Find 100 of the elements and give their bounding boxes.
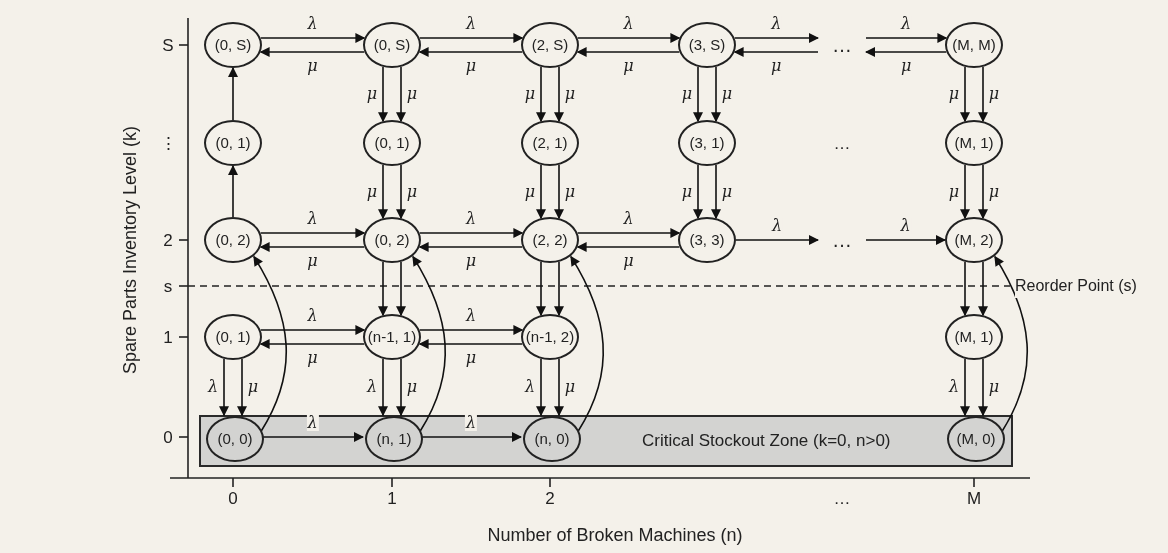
arrow	[228, 67, 238, 121]
axis-title: Spare Parts Inventory Level (k)	[118, 125, 141, 375]
arrow	[536, 66, 546, 123]
arrow	[378, 261, 388, 317]
state-circle: (M, 1)	[945, 314, 1003, 360]
ellipsis-text: …	[833, 134, 851, 152]
state-circle: (0, 1)	[204, 314, 262, 360]
arrow	[960, 66, 970, 123]
edge-label: λ	[464, 211, 478, 227]
state-circle: (M, 1)	[945, 120, 1003, 166]
arrow	[396, 358, 406, 417]
tick-label: ⋮	[159, 134, 177, 152]
tick-label: 2	[163, 231, 173, 249]
edge-label: λ	[900, 16, 913, 32]
arrow	[978, 261, 988, 317]
tick-label: 0	[163, 428, 173, 446]
edge-label: λ	[464, 308, 478, 324]
edge-label: λ	[947, 379, 961, 395]
arrow	[960, 164, 970, 220]
arrow	[733, 47, 819, 57]
state-circle: (0, S)	[363, 22, 421, 68]
ellipsis-text: …	[822, 35, 862, 55]
tick-label: 2	[545, 489, 555, 507]
arrow	[259, 47, 366, 57]
arrow	[576, 47, 681, 57]
tick-label: M	[966, 489, 982, 507]
arrow	[536, 261, 546, 317]
ellipsis-text: …	[833, 489, 851, 507]
tick-label: 1	[387, 489, 397, 507]
arrow	[418, 242, 524, 252]
arrow	[693, 164, 703, 220]
arrow	[378, 164, 388, 220]
state-circle: (n-1, 2)	[521, 314, 579, 360]
stockout-zone	[199, 415, 1013, 467]
arrow	[259, 325, 366, 335]
edge-label: λ	[306, 308, 319, 324]
arrow	[396, 66, 406, 123]
arrow	[960, 261, 970, 317]
state-circle: (3, 1)	[678, 120, 736, 166]
arrow	[711, 66, 721, 123]
arrow	[418, 339, 524, 349]
edge-label: λ	[770, 218, 784, 234]
arrow	[960, 358, 970, 417]
state-circle: (n, 0)	[523, 416, 581, 462]
edge-label: λ	[206, 379, 220, 395]
state-circle: (M, 2)	[945, 217, 1003, 263]
arrow	[228, 165, 238, 218]
arrow	[378, 66, 388, 123]
state-circle: (0, 2)	[204, 217, 262, 263]
arrow	[259, 33, 366, 43]
state-circle: (2, S)	[521, 22, 579, 68]
arrow	[735, 235, 819, 245]
arrow	[259, 339, 366, 349]
arrow	[396, 261, 406, 317]
arrow	[576, 242, 681, 252]
arrow	[554, 261, 564, 317]
arrow	[261, 432, 364, 442]
tick-label: 1	[163, 328, 173, 346]
arrow	[418, 228, 524, 238]
edge-label: λ	[306, 211, 319, 227]
ellipsis-text: …	[822, 230, 862, 250]
tick-label: S	[162, 36, 174, 54]
arrow	[576, 228, 681, 238]
arrow	[865, 33, 948, 43]
arrow	[978, 358, 988, 417]
curved-arrow	[412, 255, 446, 433]
arrow	[536, 164, 546, 220]
curved-arrow	[994, 255, 1028, 433]
arrow	[865, 235, 946, 245]
arrow	[259, 242, 366, 252]
state-circle: (0, 0)	[206, 416, 264, 462]
arrow	[693, 66, 703, 123]
edge-label: λ	[464, 415, 478, 431]
state-circle: (n-1, 1)	[363, 314, 421, 360]
state-circle: (3, 3)	[678, 217, 736, 263]
arrow	[418, 47, 524, 57]
arrow	[418, 325, 524, 335]
arrow	[554, 164, 564, 220]
state-circle: (0, S)	[204, 22, 262, 68]
arrow	[711, 164, 721, 220]
arrow	[259, 228, 366, 238]
edge-label: λ	[899, 218, 912, 234]
arrow	[396, 164, 406, 220]
tick-label: s	[163, 277, 173, 295]
tick-label: 0	[228, 489, 238, 507]
arrow	[576, 33, 681, 43]
edge-label: λ	[306, 16, 319, 32]
state-circle: (0, 1)	[204, 120, 262, 166]
arrow	[418, 33, 524, 43]
arrow	[420, 432, 522, 442]
state-circle: (0, 1)	[363, 120, 421, 166]
arrow	[219, 358, 229, 417]
edge-label: λ	[770, 16, 783, 32]
state-circle: (0, 2)	[363, 217, 421, 263]
state-circle: (2, 2)	[521, 217, 579, 263]
edge-label: λ	[622, 211, 635, 227]
edge-label: λ	[306, 415, 319, 431]
arrow	[978, 164, 988, 220]
state-circle: (n, 1)	[365, 416, 423, 462]
edge-label: λ	[622, 16, 635, 32]
